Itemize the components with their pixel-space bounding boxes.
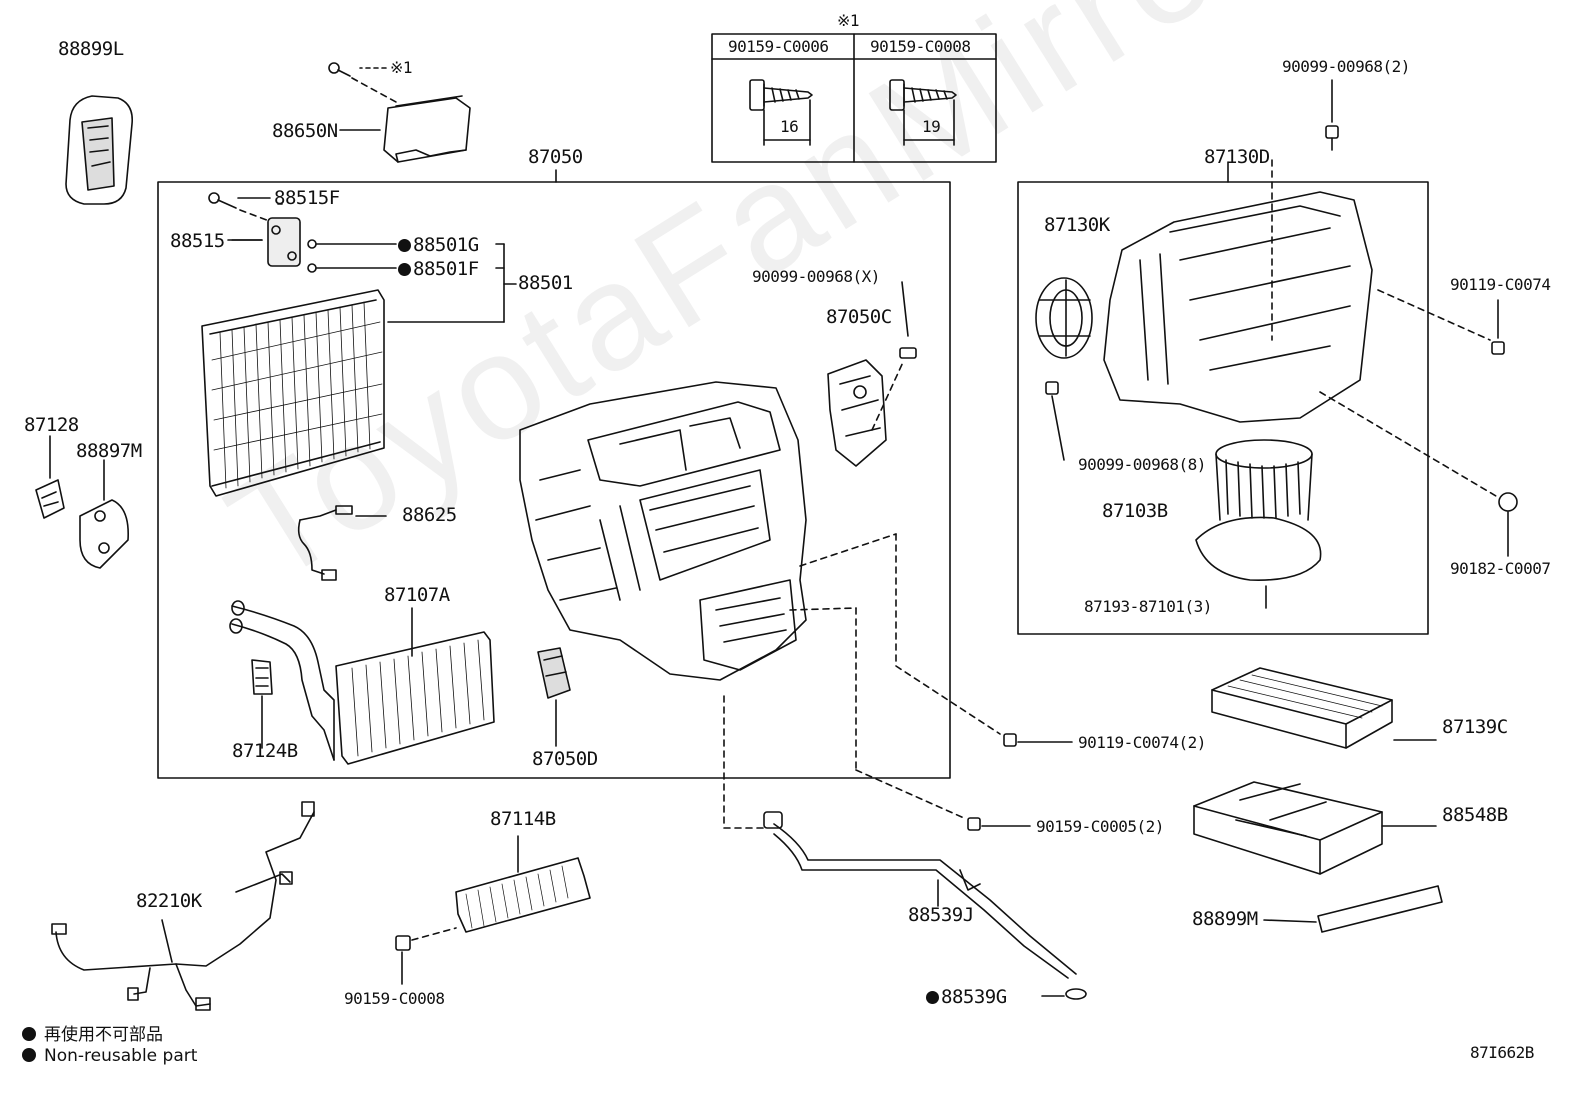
part-88625 [297, 505, 387, 581]
part-88650N [328, 62, 471, 163]
label-90099-2: 90099-00968(2) [1282, 57, 1410, 76]
label-87128: 87128 [24, 414, 79, 436]
screw-icon-19 [889, 79, 957, 146]
screw-icon-16 [749, 79, 813, 146]
label-90099-x: 90099-00968(X) [752, 267, 880, 286]
screw-icon-top [328, 62, 351, 77]
part-88899M [1263, 885, 1443, 933]
label-87124B: 87124B [232, 740, 298, 762]
label-90119-c0074-2: 90119-C0074(2) [1078, 733, 1206, 752]
part-87114B [395, 835, 591, 985]
label-87107A: 87107A [384, 584, 450, 606]
table-dim1: 16 [780, 117, 799, 136]
label-87103B: 87103B [1102, 500, 1168, 522]
screw-table [711, 33, 997, 163]
bullet-icon [22, 1048, 36, 1062]
part-87050D [537, 647, 571, 747]
label-88539J: 88539J [908, 904, 974, 926]
label-87193-87101: 87193-87101(3) [1084, 597, 1212, 616]
legend-jp: 再使用不可部品 [22, 1020, 163, 1045]
part-87139C-filter [1211, 667, 1437, 749]
label-90099-8: 90099-00968(8) [1078, 455, 1206, 474]
label-87130K: 87130K [1044, 214, 1110, 236]
part-87050-hvac-unit [519, 381, 807, 681]
assembly-87130D-frame [1017, 181, 1429, 635]
label-87050C: 87050C [826, 306, 892, 328]
label-82210K: 82210K [136, 890, 202, 912]
dashed-leader-lines [723, 533, 1001, 829]
screws-87130D [1045, 79, 1518, 557]
part-87130D-case [1103, 161, 1373, 423]
label-88515: 88515 [170, 230, 225, 252]
legend-en: Non-reusable part [22, 1046, 197, 1066]
part-88501-evaporator [201, 289, 385, 497]
label-88899M: 88899M [1192, 908, 1258, 930]
label-88501G: 88501G [398, 234, 479, 256]
bolt-icon-90119 [1003, 733, 1073, 747]
part-87103B-blower [1195, 439, 1322, 609]
legend-jp-text: 再使用不可部品 [44, 1025, 163, 1045]
label-88899L: 88899L [58, 38, 124, 60]
leader-lines [231, 129, 557, 241]
part-88897M [79, 459, 129, 569]
label-88539G: 88539G [926, 986, 1007, 1008]
bullet-icon [22, 1027, 36, 1041]
table-note-mark: ※1 [837, 11, 860, 30]
part-82210K-harness [51, 801, 315, 1011]
part-87050C-actuator [827, 281, 917, 467]
table-col2-partno: 90159-C0008 [870, 37, 971, 56]
part-87124B [251, 659, 273, 749]
label-87139C: 87139C [1442, 716, 1508, 738]
label-87050: 87050 [528, 146, 583, 168]
label-88515F: 88515F [274, 187, 340, 209]
label-90159-c0008: 90159-C0008 [344, 989, 445, 1008]
part-87128 [35, 435, 65, 519]
table-dim2: 19 [922, 117, 941, 136]
part-87107A-heater-core [229, 600, 495, 765]
label-88548B: 88548B [1442, 804, 1508, 826]
label-90182-c0007: 90182-C0007 [1450, 559, 1551, 578]
label-87130D: 87130D [1204, 146, 1270, 168]
diagram-code: 87I662B [1470, 1043, 1534, 1062]
part-88539J-drain-hose [763, 811, 1087, 1000]
part-88899L [65, 95, 134, 205]
legend-en-text: Non-reusable part [44, 1046, 198, 1066]
note-mark-label: ※1 [390, 58, 413, 77]
label-90119-c0074: 90119-C0074 [1450, 275, 1551, 294]
part-88548B-tray [1193, 781, 1437, 875]
label-87050D: 87050D [532, 748, 598, 770]
part-87130K-cover [1035, 277, 1093, 359]
label-88625: 88625 [402, 504, 457, 526]
label-88897M: 88897M [76, 440, 142, 462]
label-88501: 88501 [518, 272, 573, 294]
assembly-87050-frame [157, 181, 951, 779]
table-col1-partno: 90159-C0006 [728, 37, 829, 56]
label-88650N: 88650N [272, 120, 338, 142]
label-87114B: 87114B [490, 808, 556, 830]
bolt-icon-90159-c0005 [967, 817, 1031, 831]
label-88501F: 88501F [398, 258, 479, 280]
label-90159-c0005: 90159-C0005(2) [1036, 817, 1164, 836]
